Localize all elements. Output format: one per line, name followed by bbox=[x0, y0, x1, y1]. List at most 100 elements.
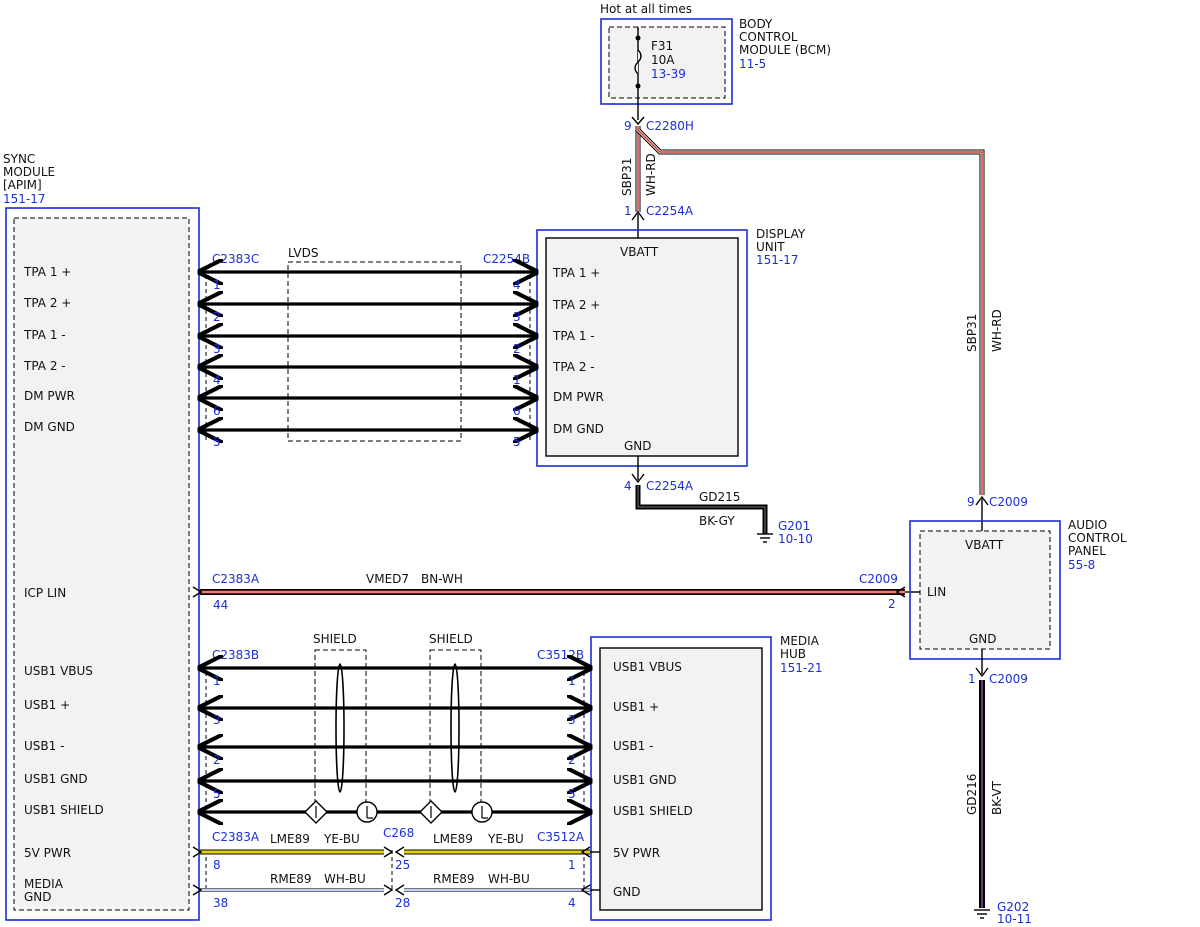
acp-lin: LIN bbox=[927, 585, 946, 599]
lvds-wires bbox=[200, 272, 536, 430]
vmed7-label: VMED7 bbox=[366, 572, 409, 586]
display-gnd: GND bbox=[624, 439, 652, 453]
display-vbatt: VBATT bbox=[620, 245, 659, 259]
wh-bu-label-1: WH-BU bbox=[324, 872, 366, 886]
c268-connector: C268 bbox=[383, 826, 414, 840]
c2383b-pin-1: 1 bbox=[213, 674, 221, 688]
c2254b-pin-3: 2 bbox=[513, 342, 521, 356]
sync-pin-5vpwr: 5V PWR bbox=[24, 846, 71, 860]
lvds-shield-box bbox=[287, 261, 462, 442]
bcm-module bbox=[600, 18, 733, 105]
hub-pin-gnd: GND bbox=[613, 885, 641, 899]
acp-module bbox=[909, 520, 1061, 660]
c268-pin-28: 28 bbox=[395, 896, 410, 910]
c2254b-pin-5: 6 bbox=[513, 404, 521, 418]
acp-vbatt: VBATT bbox=[965, 538, 1004, 552]
c2383c-pin-6: 5 bbox=[213, 435, 221, 449]
sync-name-3: [APIM] bbox=[3, 178, 42, 192]
acp-name-2: CONTROL bbox=[1068, 531, 1127, 545]
c2383b-pin-2: 3 bbox=[213, 713, 221, 727]
display-pin-tpa1p: TPA 1 + bbox=[552, 266, 600, 280]
hub-pin-5vpwr: 5V PWR bbox=[613, 846, 660, 860]
sync-pin-tpa2m: TPA 2 - bbox=[23, 359, 66, 373]
ye-bu-label-1: YE-BU bbox=[323, 832, 360, 846]
ground-symbol-g202 bbox=[974, 909, 990, 919]
c3512a-pin-1: 1 bbox=[568, 858, 576, 872]
bcm-name-1: BODY bbox=[739, 17, 773, 31]
hub-pin-usb1p: USB1 + bbox=[613, 700, 659, 714]
c2254a-top-pin: 1 bbox=[624, 204, 632, 218]
shield-label-2: SHIELD bbox=[429, 632, 473, 646]
c3512a-pin-4: 4 bbox=[568, 896, 576, 910]
g202-ref: 10-11 bbox=[997, 912, 1032, 926]
usb-wires bbox=[200, 668, 590, 812]
c3512b-pin-3: 2 bbox=[568, 753, 576, 767]
sync-name-1: SYNC bbox=[3, 152, 35, 166]
g202-label: G202 bbox=[997, 900, 1029, 914]
c2009-bottom-pin: 1 bbox=[968, 672, 976, 686]
bcm-name-2: CONTROL bbox=[739, 30, 798, 44]
display-ref: 151-17 bbox=[756, 253, 799, 267]
wire-sbp31-acp bbox=[636, 128, 985, 495]
c2009-top-connector: C2009 bbox=[989, 495, 1028, 509]
c2254b-pin-2: 3 bbox=[513, 310, 521, 324]
c2254a-top-connector: C2254A bbox=[646, 204, 694, 218]
display-pin-dmgnd: DM GND bbox=[553, 422, 604, 436]
wh-rd-label-1: WH-RD bbox=[644, 153, 658, 196]
sync-media-gnd-2: GND bbox=[24, 890, 52, 904]
lme89-label-1: LME89 bbox=[270, 832, 310, 846]
c3512b-pin-2: 3 bbox=[568, 713, 576, 727]
c2009-bottom-connector: C2009 bbox=[989, 672, 1028, 686]
media-hub-ref: 151-21 bbox=[780, 661, 823, 675]
hot-at-all-times-label: Hot at all times bbox=[600, 2, 692, 16]
g201-ref: 10-10 bbox=[778, 532, 813, 546]
c2254b-pin-4: 1 bbox=[513, 373, 521, 387]
c2383b-pin-3: 2 bbox=[213, 753, 221, 767]
sync-pin-tpa1m: TPA 1 - bbox=[23, 328, 66, 342]
c2383c-connector: C2383C bbox=[212, 252, 259, 266]
rme89-label-2: RME89 bbox=[433, 872, 475, 886]
c2383a-usb-connector: C2383A bbox=[212, 830, 260, 844]
display-pin-dmpwr: DM PWR bbox=[553, 390, 604, 404]
display-pin-tpa2m: TPA 2 - bbox=[552, 360, 595, 374]
c2254b-connector: C2254B bbox=[483, 252, 530, 266]
sync-pin-usb1vbus: USB1 VBUS bbox=[24, 664, 93, 678]
sync-pin-tpa2p: TPA 2 + bbox=[23, 296, 71, 310]
c2383c-pin-3: 3 bbox=[213, 342, 221, 356]
gd216-label: GD216 bbox=[965, 774, 979, 815]
c2009-lin-pin: 2 bbox=[888, 597, 896, 611]
sync-pin-tpa1p: TPA 1 + bbox=[23, 265, 71, 279]
usb-shield-box-2 bbox=[429, 649, 482, 813]
shield-label-1: SHIELD bbox=[313, 632, 357, 646]
bn-wh-label: BN-WH bbox=[421, 572, 463, 586]
sync-pin-icplin: ICP LIN bbox=[24, 586, 66, 600]
c2383c-pin-1: 1 bbox=[213, 278, 221, 292]
bk-vt-label: BK-VT bbox=[990, 780, 1004, 815]
hub-pin-usb1shield: USB1 SHIELD bbox=[613, 804, 693, 818]
c2383c-pin-5: 6 bbox=[213, 404, 221, 418]
display-name-2: UNIT bbox=[756, 240, 785, 254]
fuse-symbol bbox=[634, 49, 642, 75]
wh-rd-label-2: WH-RD bbox=[990, 309, 1004, 352]
c3512b-connector: C3512B bbox=[537, 648, 584, 662]
media-hub-name-2: HUB bbox=[780, 647, 806, 661]
gd215-label: GD215 bbox=[699, 490, 740, 504]
sbp31-label-2: SBP31 bbox=[965, 314, 979, 352]
bk-gy-label: BK-GY bbox=[699, 514, 735, 528]
fuse-label: F31 bbox=[651, 39, 673, 53]
c2383c-pin-2: 2 bbox=[213, 310, 221, 324]
rme89-label-1: RME89 bbox=[270, 872, 312, 886]
c2383b-pin-4: 5 bbox=[213, 787, 221, 801]
c268-pin-25: 25 bbox=[395, 858, 410, 872]
c2254b-pin-1: 4 bbox=[513, 278, 521, 292]
c2009-top-pin: 9 bbox=[967, 495, 975, 509]
c3512b-pin-4: 5 bbox=[568, 787, 576, 801]
sync-module bbox=[5, 207, 200, 921]
lvds-label: LVDS bbox=[288, 246, 318, 260]
ye-bu-label-2: YE-BU bbox=[487, 832, 524, 846]
acp-name-3: PANEL bbox=[1068, 544, 1106, 558]
display-name-1: DISPLAY bbox=[756, 227, 806, 241]
c2383c-pin-4: 4 bbox=[213, 373, 221, 387]
sync-pin-dmpwr: DM PWR bbox=[24, 389, 75, 403]
sync-media-gnd-1: MEDIA bbox=[24, 877, 64, 891]
